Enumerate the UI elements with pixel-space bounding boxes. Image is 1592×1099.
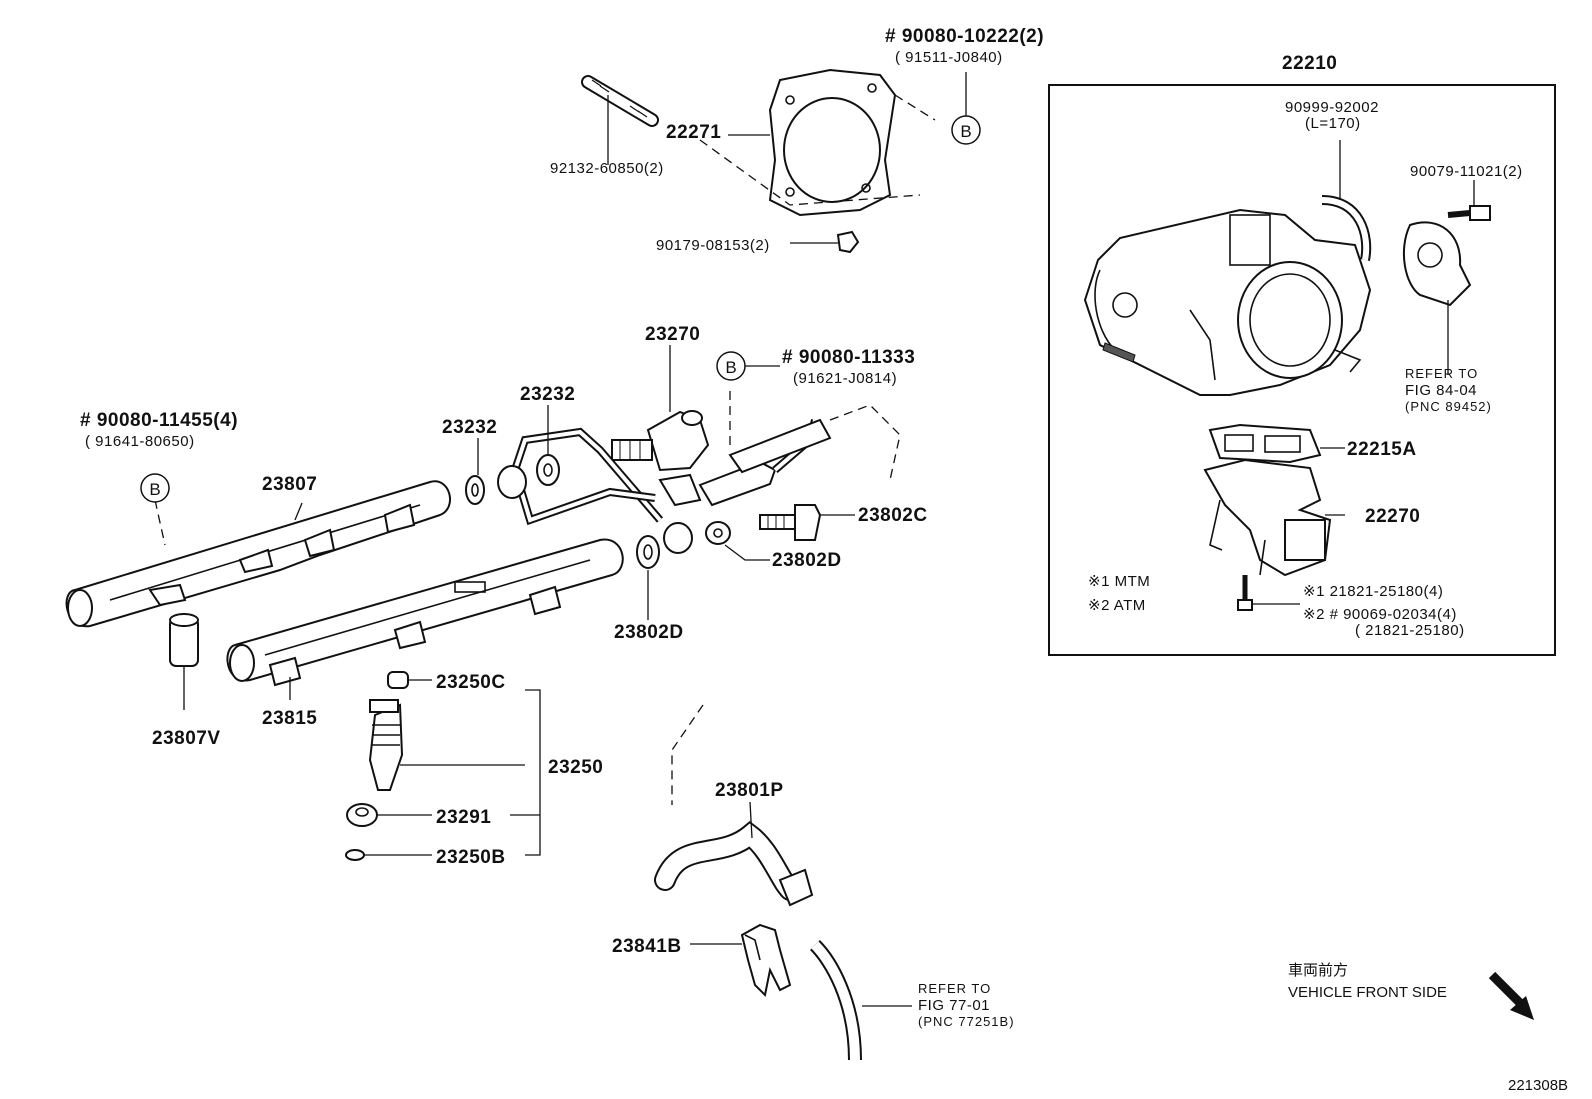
label-21821: ※1 21821-25180(4)	[1303, 583, 1443, 600]
label-23807: 23807	[262, 474, 317, 495]
label-90069-sub: ( 21821-25180)	[1355, 622, 1465, 639]
label-92132: 92132-60850(2)	[550, 160, 664, 177]
fuel-pipe-part	[497, 418, 832, 554]
callout-b-left: B	[140, 473, 170, 503]
label-23841b: 23841B	[612, 936, 682, 957]
label-23232-b: 23232	[442, 417, 497, 438]
washer-23232b	[536, 454, 560, 486]
label-refer1-b: FIG 84-04	[1405, 382, 1477, 399]
label-91621: (91621-J0814)	[793, 370, 897, 387]
callout-b-top: B	[951, 115, 981, 145]
throttle-body-part	[1083, 208, 1372, 396]
oring-23250b	[345, 849, 365, 861]
throttle-sensor-part	[1403, 221, 1472, 307]
label-23802d-a: 23802D	[772, 550, 842, 571]
gasket-23802d-right	[705, 521, 731, 545]
label-22210: 22210	[1282, 53, 1337, 74]
damper-23807v	[169, 613, 199, 667]
gasket-part	[768, 68, 897, 217]
label-90080-11333: # 90080-11333	[782, 347, 915, 368]
label-90179: 90179-08153(2)	[656, 237, 770, 254]
stud-bolt-part	[581, 75, 659, 127]
clip-part	[836, 230, 860, 254]
union-bolt-part	[759, 504, 822, 541]
label-refer2-a: REFER TO	[918, 981, 991, 996]
label-23802c: 23802C	[858, 505, 928, 526]
clamp-23841b	[740, 923, 792, 998]
gasket-23802d-left	[636, 535, 660, 569]
label-23250c: 23250C	[436, 672, 506, 693]
label-23801p: 23801P	[715, 780, 784, 801]
label-91641: ( 91641-80650)	[85, 433, 195, 450]
label-90069: ※2 # 90069-02034(4)	[1303, 606, 1457, 623]
label-refer1-c: (PNC 89452)	[1405, 399, 1492, 414]
svg-text:B: B	[725, 358, 736, 377]
label-90999-sub: (L=170)	[1305, 115, 1361, 132]
label-front-en: VEHICLE FRONT SIDE	[1288, 984, 1447, 1001]
label-note1: ※1 MTM	[1088, 573, 1150, 590]
label-refer2-c: (PNC 77251B)	[918, 1014, 1015, 1029]
label-diagram-id: 221308B	[1508, 1077, 1568, 1094]
label-23802d-b: 23802D	[614, 622, 684, 643]
label-22215a: 22215A	[1347, 439, 1417, 460]
label-23270: 23270	[645, 324, 700, 345]
label-23232-a: 23232	[520, 384, 575, 405]
throttle-assembly-frame	[1048, 84, 1556, 656]
washer-23232a	[465, 475, 485, 505]
label-note2: ※2 ATM	[1088, 597, 1146, 614]
label-refer2-b: FIG 77-01	[918, 997, 990, 1014]
label-22270: 22270	[1365, 506, 1420, 527]
insulator-23291	[346, 803, 378, 827]
bolt-90079-part	[1447, 205, 1491, 221]
label-90079: 90079-11021(2)	[1410, 163, 1523, 180]
callout-b-mid: B	[716, 351, 746, 381]
label-front-jp: 車両前方	[1288, 962, 1348, 979]
label-22271: 22271	[666, 122, 721, 143]
label-23815: 23815	[262, 708, 317, 729]
isc-valve-part	[1203, 458, 1332, 577]
fuel-hose-23801p	[654, 820, 814, 907]
direction-arrow-icon	[1488, 971, 1534, 1020]
pressure-regulator-part	[611, 410, 710, 472]
svg-text:B: B	[149, 480, 160, 499]
screw-21821-part	[1237, 575, 1253, 611]
isc-gasket-part	[1208, 423, 1322, 464]
cushion-23250c	[387, 671, 409, 689]
label-91511: ( 91511-J0840)	[895, 49, 1003, 66]
label-90999: 90999-92002	[1285, 99, 1379, 116]
label-90080-11455: # 90080-11455(4)	[80, 410, 238, 431]
svg-text:B: B	[960, 122, 971, 141]
label-23807v: 23807V	[152, 728, 221, 749]
injector-23250	[368, 699, 404, 791]
delivery-pipe-23815	[226, 538, 624, 687]
label-23291: 23291	[436, 807, 491, 828]
label-refer1-a: REFER TO	[1405, 366, 1478, 381]
delivery-pipe-23807	[65, 480, 451, 628]
label-23250b: 23250B	[436, 847, 506, 868]
label-90080-10222: # 90080-10222(2)	[885, 26, 1044, 47]
label-23250: 23250	[548, 757, 603, 778]
